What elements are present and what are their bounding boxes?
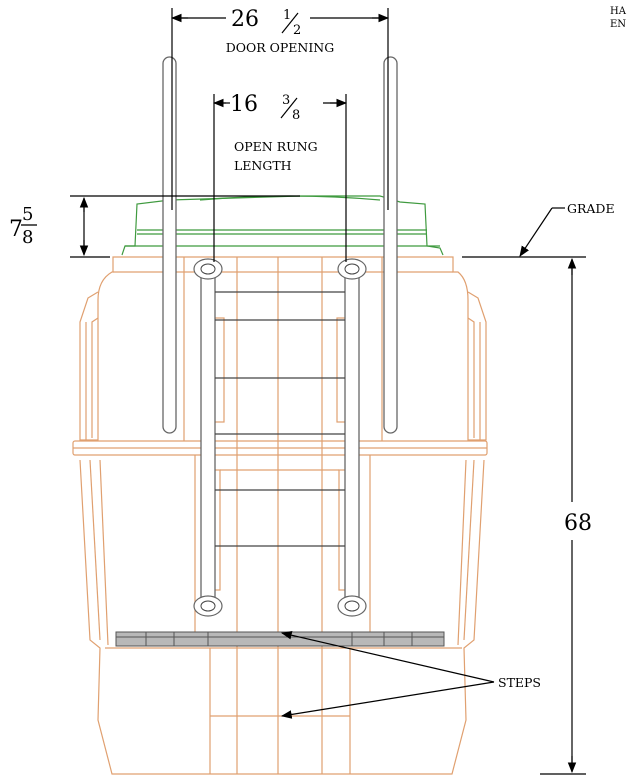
riser-height-dimension: 7 5 8 [9, 195, 300, 258]
step-tread [115, 631, 445, 647]
riser-whole: 7 [9, 217, 23, 242]
open-rung-num: 3 [282, 93, 290, 108]
corner-text-1: HA [610, 6, 627, 17]
door-opening-dimension: 26 1 2 DOOR OPENING [170, 7, 390, 210]
open-rung-dimension: 16 3 8 OPEN RUNG LENGTH [212, 92, 348, 262]
door-opening-num: 1 [283, 8, 291, 23]
tank-body [72, 256, 488, 775]
grade-label: GRADE [567, 201, 615, 216]
right-extension-rail [383, 56, 398, 434]
depth-value: 68 [564, 511, 592, 536]
depth-dimension: 68 [540, 257, 592, 775]
corner-text-2: EN [610, 19, 626, 30]
door-opening-den: 2 [293, 23, 301, 38]
open-rung-label-2: LENGTH [234, 158, 292, 173]
riser-num: 5 [22, 204, 33, 225]
bolt-boss-bottom-right [337, 595, 367, 617]
door-opening-whole: 26 [231, 7, 259, 32]
steps-label: STEPS [498, 675, 541, 690]
grade-callout: GRADE [462, 201, 615, 258]
steps-callout: STEPS [280, 630, 541, 719]
open-rung-label-1: OPEN RUNG [234, 139, 318, 154]
bolt-boss-top-right [337, 258, 367, 280]
open-rung-whole: 16 [230, 92, 258, 117]
ladder [193, 258, 367, 617]
extension-rails [162, 56, 398, 434]
open-rung-den: 8 [292, 108, 300, 123]
door-opening-label: DOOR OPENING [226, 40, 334, 55]
bolt-boss-top-left [193, 258, 223, 280]
riser-den: 8 [22, 227, 33, 248]
left-extension-rail [162, 56, 177, 434]
bolt-boss-bottom-left [193, 595, 223, 617]
